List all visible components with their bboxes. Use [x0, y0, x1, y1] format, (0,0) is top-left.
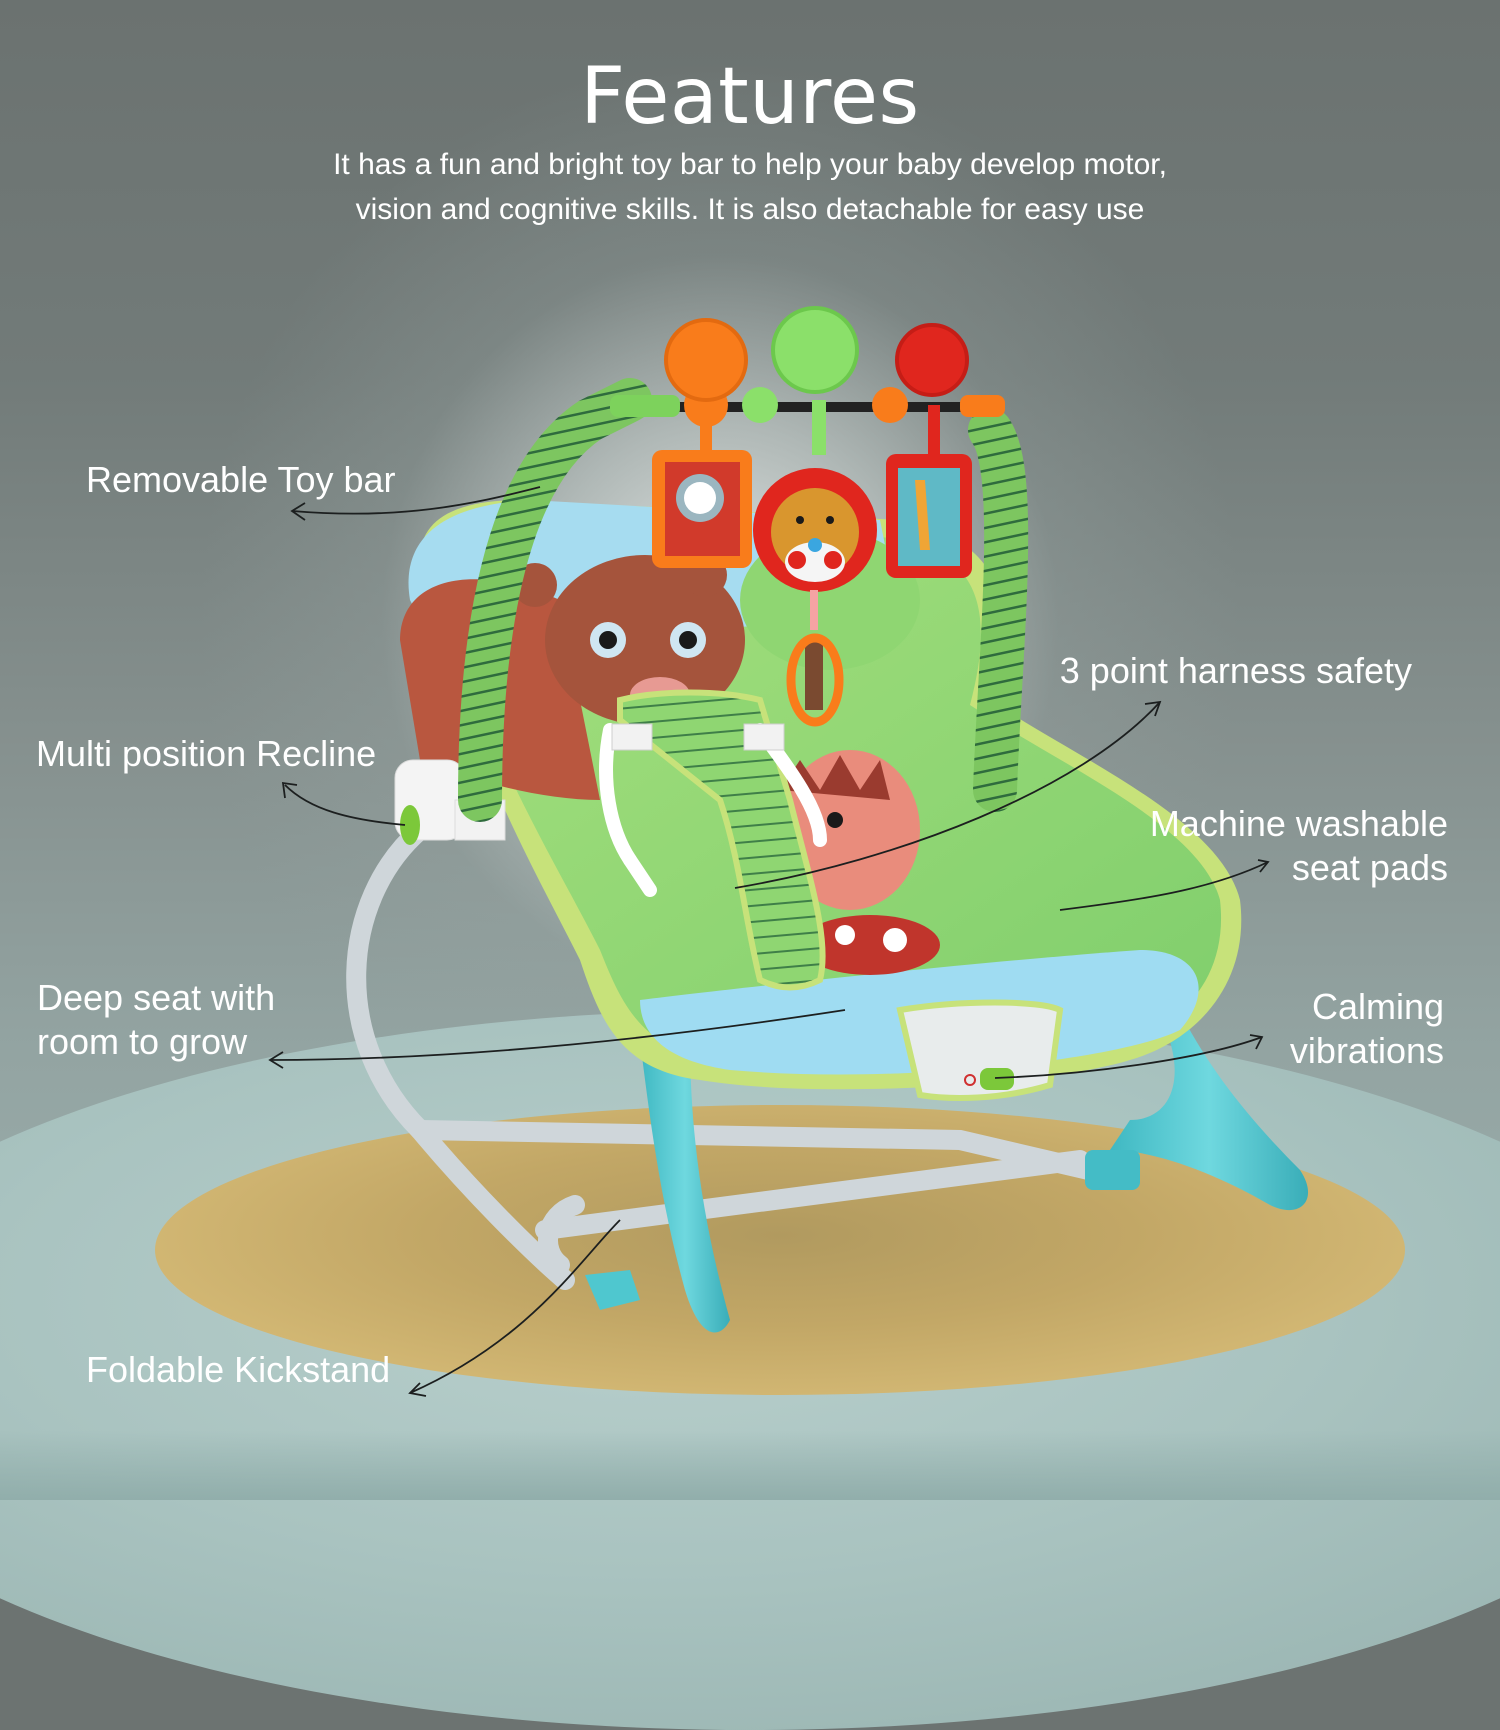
feature-text: Calming — [1311, 986, 1444, 1027]
bear-head — [545, 555, 745, 725]
page-title: Features — [580, 52, 920, 142]
feature-label-deep-seat: Deep seat with room to grow — [37, 976, 275, 1064]
feature-text: vibrations — [1289, 1030, 1444, 1071]
feature-label-washable: Machine washable seat pads — [1150, 802, 1448, 890]
subtitle-line-2: vision and cognitive skills. It is also … — [355, 193, 1145, 226]
feature-text: 3 point harness safety — [1059, 650, 1412, 691]
arrow-kickstand — [409, 1219, 621, 1394]
annotation-arrows — [268, 486, 1270, 1397]
feature-text: Multi position Recline — [36, 733, 377, 774]
mushroom — [800, 915, 940, 975]
feature-label-toy-bar: Removable Toy bar — [86, 458, 396, 502]
kickstand-foot — [585, 1270, 640, 1310]
recline-button — [400, 805, 420, 845]
crotch-pad — [617, 689, 826, 991]
rear-hinge — [1085, 1150, 1140, 1190]
arrow-deep-seat — [269, 1009, 846, 1061]
toy-disc-red — [895, 323, 969, 397]
toy-disc-green — [771, 306, 859, 394]
front-leg-left — [640, 1040, 730, 1333]
feature-text: seat pads — [1291, 847, 1448, 888]
feature-text: room to grow — [37, 1021, 248, 1062]
toy-bar-arm-left — [458, 378, 652, 822]
feature-text: Removable Toy bar — [86, 459, 396, 500]
product-illustration — [346, 306, 1309, 1333]
feature-label-recline: Multi position Recline — [36, 732, 376, 776]
toy-disc-orange — [664, 318, 748, 402]
feature-text: Deep seat with — [37, 977, 276, 1018]
feature-label-harness: 3 point harness safety — [1060, 649, 1412, 693]
feature-text: Machine washable — [1149, 803, 1448, 844]
floor-shadow — [0, 1430, 1500, 1500]
feature-text: Foldable Kickstand — [86, 1349, 391, 1390]
feature-label-vibrations: Calming vibrations — [1290, 985, 1444, 1073]
vibration-switch — [980, 1068, 1014, 1090]
feature-label-kickstand: Foldable Kickstand — [86, 1348, 390, 1392]
arrow-harness — [734, 701, 1161, 889]
page-subtitle: It has a fun and bright toy bar to help … — [250, 142, 1250, 232]
toy-teether-ring — [786, 633, 844, 727]
toy-bar-arm-right — [968, 408, 1029, 812]
rear-leg-right — [1110, 990, 1309, 1211]
vibration-panel — [896, 999, 1064, 1101]
frame-rear — [346, 820, 1120, 1290]
arrow-recline — [284, 784, 406, 826]
arrow-toy-bar — [291, 486, 541, 515]
subtitle-line-1: It has a fun and bright toy bar to help … — [333, 148, 1167, 181]
arrow-vibrations — [994, 1036, 1263, 1079]
arrow-washable — [1059, 861, 1269, 911]
